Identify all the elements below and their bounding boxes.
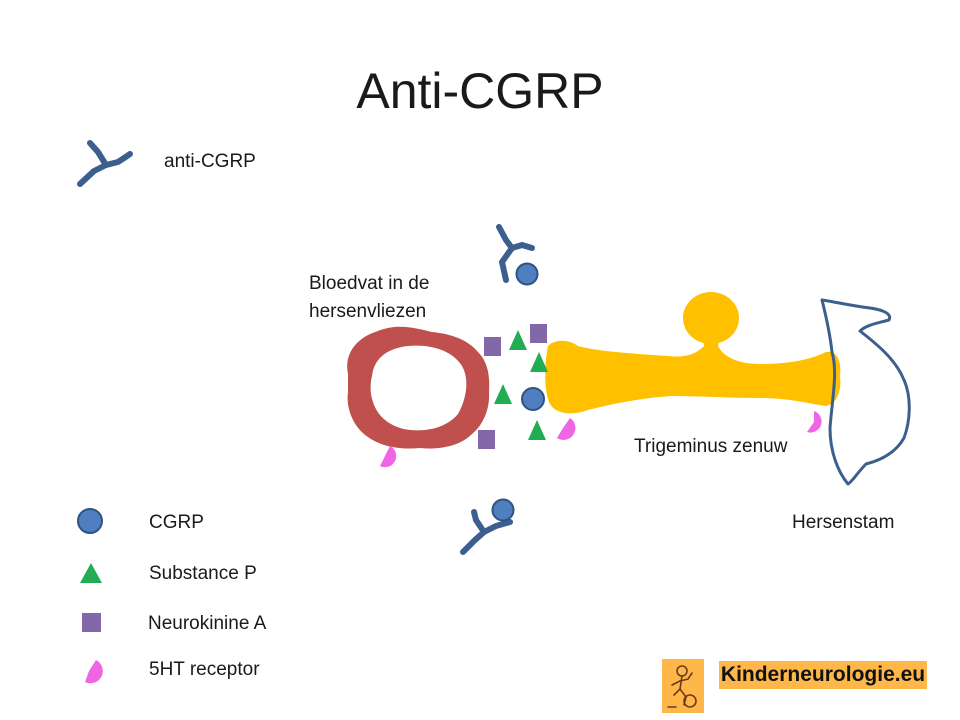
legend-5ht-receptor-label: 5HT receptor	[149, 659, 260, 680]
substance-p-molecules	[494, 330, 548, 440]
substance-p-legend-icon	[80, 563, 102, 583]
trigeminal-nerve	[545, 292, 841, 414]
brand-logo-icon	[662, 659, 704, 713]
brainstem	[820, 298, 911, 486]
trigeminus-label: Trigeminus zenuw	[634, 436, 788, 457]
bloodvessel-label-line1: Bloedvat in de	[309, 273, 430, 294]
blood-vessel	[347, 326, 490, 449]
slide-title: Anti-CGRP	[356, 63, 604, 119]
brainstem-label: Hersenstam	[792, 512, 895, 533]
cgrp-legend-icon	[77, 508, 103, 534]
neurokinine-a-molecules	[478, 324, 547, 449]
cgrp-molecule-bound-top	[515, 262, 539, 286]
5ht-receptors	[380, 411, 822, 468]
cgrp-molecule-free	[521, 387, 545, 411]
5ht-receptor-legend-icon	[85, 660, 103, 684]
anti-cgrp-legend-icon	[77, 140, 133, 187]
legend-anti-cgrp-label: anti-CGRP	[164, 151, 256, 172]
legend-cgrp-label: CGRP	[149, 512, 204, 533]
legend-substance-p-label: Substance P	[149, 563, 257, 584]
anti-cgrp-antibody-top	[496, 224, 539, 286]
brand-name: Kinderneurologie.eu	[719, 661, 927, 689]
cgrp-molecule-bound-bottom	[491, 498, 515, 522]
bloodvessel-label-line2: hersenvliezen	[309, 301, 427, 322]
anti-cgrp-antibody-bottom	[460, 498, 515, 555]
legend-neurokinine-a-label: Neurokinine A	[148, 613, 267, 634]
neurokinine-a-legend-icon	[82, 613, 101, 632]
